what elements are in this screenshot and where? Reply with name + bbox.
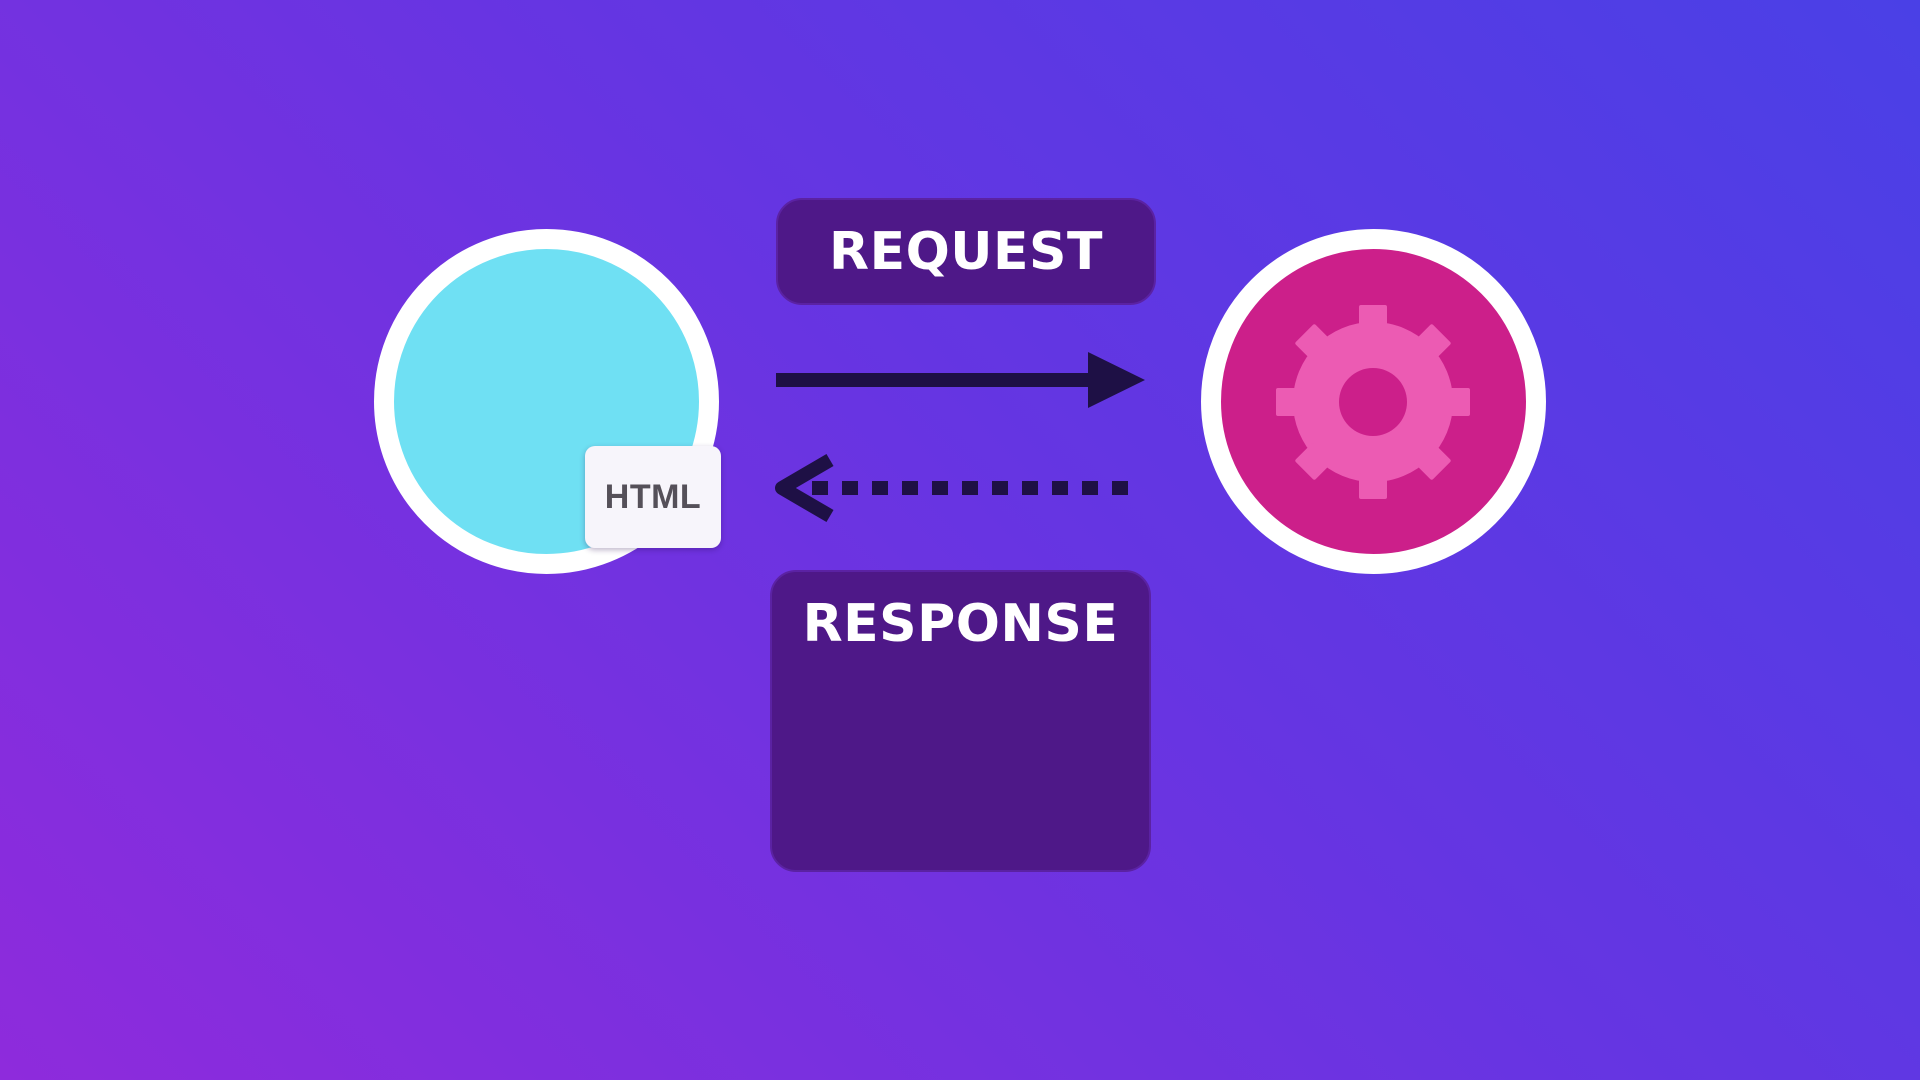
- gear-icon: [1276, 305, 1470, 499]
- response-label-box: RESPONSE: [770, 570, 1151, 872]
- request-label: REQUEST: [829, 221, 1103, 282]
- html-document-badge: HTML: [585, 446, 721, 548]
- response-arrow: [775, 453, 1140, 523]
- html-badge-label: HTML: [604, 477, 702, 516]
- request-arrow: [776, 352, 1145, 408]
- request-label-box: REQUEST: [776, 198, 1156, 305]
- response-label: RESPONSE: [802, 594, 1119, 654]
